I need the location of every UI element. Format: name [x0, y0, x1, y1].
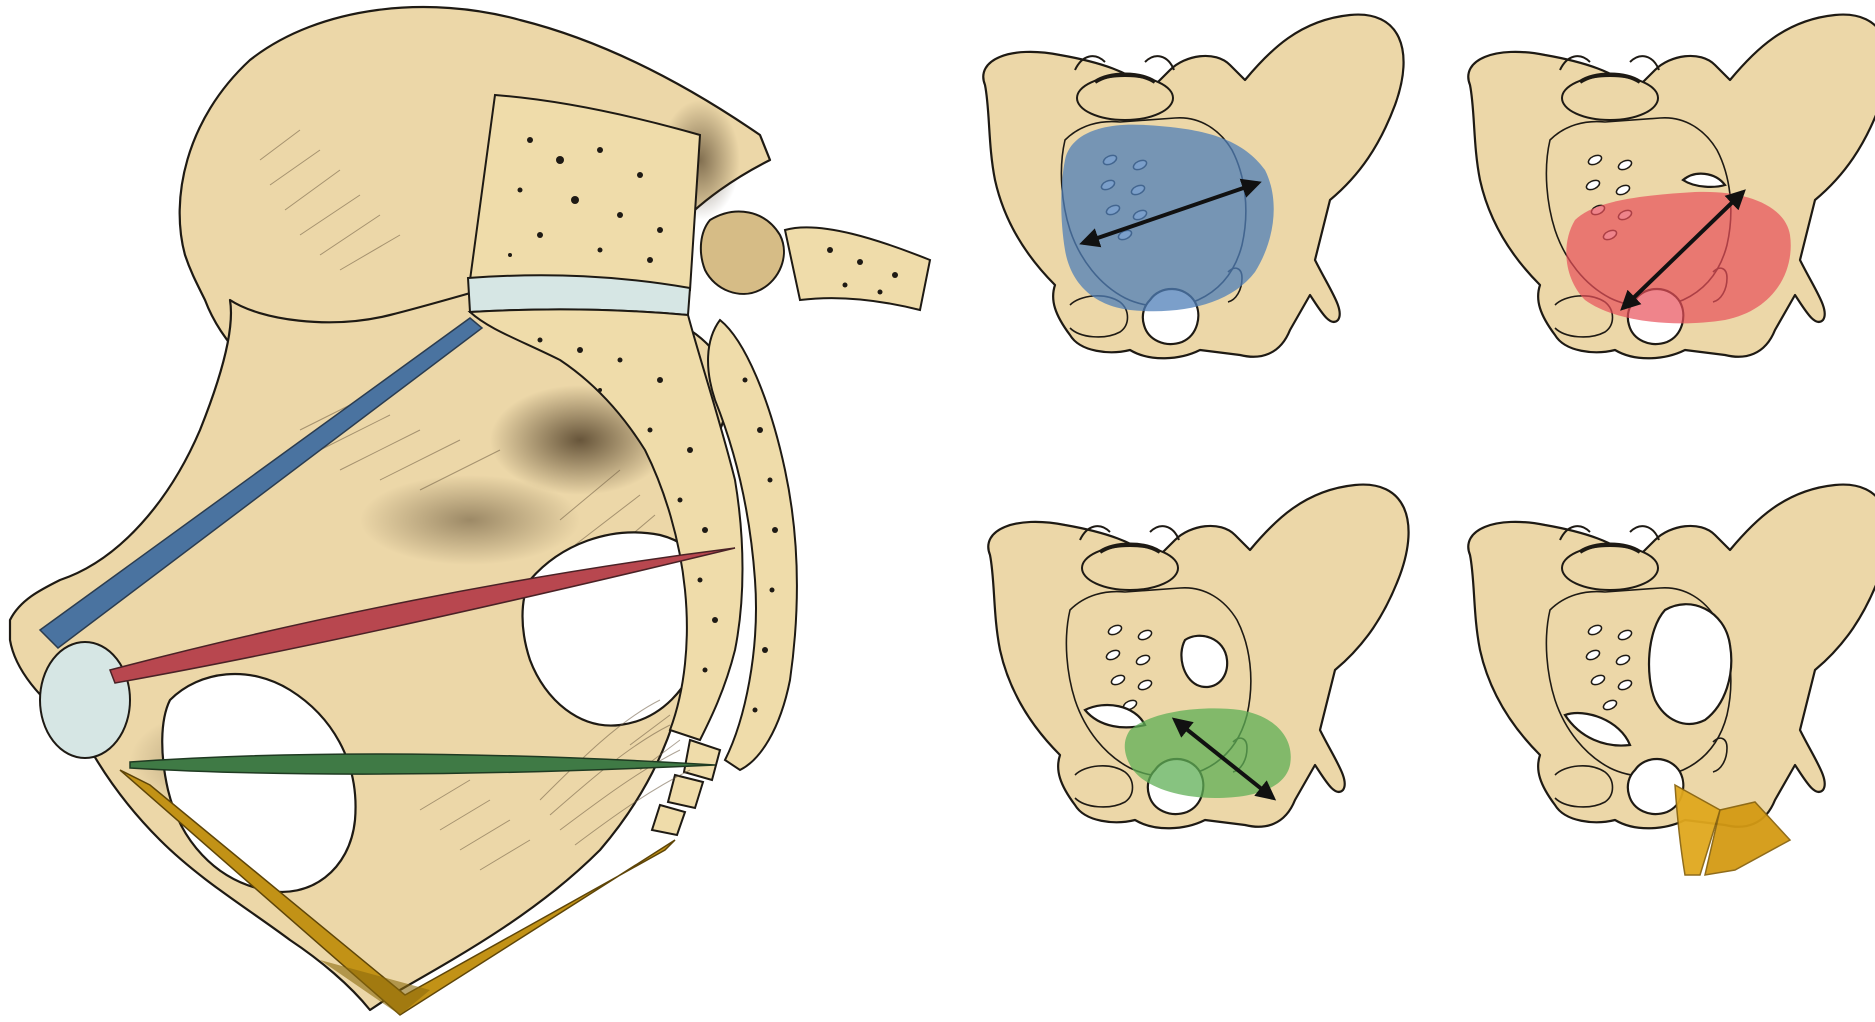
- inlet-plane-fill: [1061, 125, 1273, 312]
- panel-outlet: [1468, 485, 1875, 875]
- panel-midpelvis: [1468, 15, 1875, 359]
- pubic-symphysis: [40, 642, 130, 758]
- sagittal-pelvis-illustration: [10, 7, 930, 1015]
- midpelvis-plane-fill: [1566, 192, 1790, 324]
- spinous-process: [785, 227, 930, 310]
- panel-least-dimensions: [988, 485, 1408, 829]
- panel-inlet: [983, 15, 1403, 359]
- articular-process: [701, 212, 784, 294]
